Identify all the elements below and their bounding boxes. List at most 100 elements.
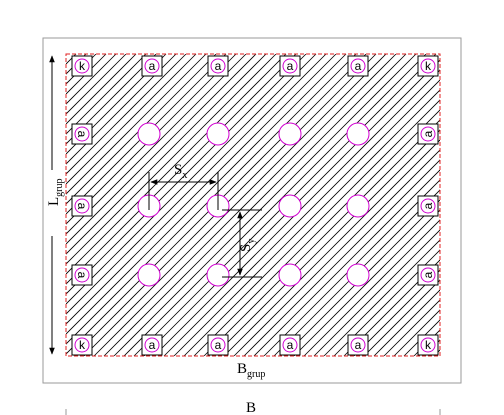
sy-label-sub: y bbox=[246, 239, 257, 244]
interior-pile bbox=[206, 263, 230, 287]
corner-pile-cap: k bbox=[417, 334, 439, 356]
interior-pile bbox=[206, 122, 230, 146]
edge-pile-circle bbox=[74, 337, 90, 353]
hatch-line bbox=[66, 54, 337, 325]
edge-pile-circle bbox=[420, 126, 436, 142]
hatch-line bbox=[66, 54, 257, 245]
edge-pile-cap: a bbox=[141, 55, 163, 77]
corner-cap-label: k bbox=[425, 59, 432, 73]
edge-pile-circle bbox=[74, 198, 90, 214]
edge-pile-cap: a bbox=[417, 264, 439, 286]
hatch-line bbox=[66, 54, 317, 305]
edge-pile-cap: a bbox=[207, 55, 229, 77]
edge-pile-cap: a bbox=[417, 123, 439, 145]
hatch-line bbox=[66, 54, 267, 255]
hatch-line bbox=[193, 109, 440, 356]
sy-dimension: Sy bbox=[222, 209, 262, 278]
edge-pile-cap: a bbox=[417, 195, 439, 217]
edge-pile-circle bbox=[144, 58, 160, 74]
hatch-line bbox=[223, 139, 440, 356]
hatch-line bbox=[103, 54, 407, 356]
interior-pile bbox=[137, 263, 161, 287]
width-label-sub: grup bbox=[247, 369, 265, 380]
hatch-line bbox=[66, 54, 137, 125]
sx-label-sub: x bbox=[182, 170, 187, 181]
corner-pile-cap: k bbox=[71, 55, 93, 77]
hatch-line bbox=[383, 299, 440, 356]
hatch-line bbox=[353, 269, 440, 356]
length-label-sub: grup bbox=[54, 178, 65, 196]
hatch-line bbox=[253, 169, 440, 356]
edge-pile-circle bbox=[144, 337, 160, 353]
interior-pile bbox=[278, 122, 302, 146]
svg-text:Sx: Sx bbox=[174, 162, 187, 181]
hatch-line bbox=[66, 54, 177, 165]
hatch-line bbox=[343, 259, 440, 356]
hatch-line bbox=[173, 89, 440, 356]
hatch-line bbox=[66, 54, 347, 335]
edge-pile-cap: a bbox=[71, 195, 93, 217]
hatch-line bbox=[66, 54, 77, 65]
edge-pile-cap: a bbox=[347, 55, 369, 77]
hatch-line bbox=[66, 54, 277, 265]
hatch-line bbox=[83, 54, 387, 356]
hatch-line bbox=[66, 54, 167, 155]
hatch-line bbox=[163, 79, 440, 356]
edge-pile-cap: a bbox=[71, 123, 93, 145]
interior-pile bbox=[346, 194, 370, 218]
interior-pile bbox=[346, 122, 370, 146]
edge-cap-label: a bbox=[215, 59, 222, 73]
hatch-line bbox=[113, 54, 417, 356]
hatch-line bbox=[263, 179, 440, 356]
edge-cap-label: a bbox=[421, 202, 435, 209]
hatch-line bbox=[66, 54, 327, 315]
edge-pile-circle bbox=[282, 337, 298, 353]
interior-pile bbox=[346, 263, 370, 287]
edge-pile-circle bbox=[420, 267, 436, 283]
edge-cap-label: a bbox=[355, 59, 362, 73]
corner-pile-cap: k bbox=[71, 334, 93, 356]
hatch-line bbox=[303, 219, 440, 356]
edge-pile-circle bbox=[74, 126, 90, 142]
edge-cap-label: a bbox=[287, 338, 294, 352]
hatch-line bbox=[66, 54, 127, 115]
corner-cap-label: k bbox=[79, 338, 86, 352]
hatch-line bbox=[153, 69, 440, 356]
edge-cap-label: a bbox=[149, 338, 156, 352]
edge-pile-cap: a bbox=[279, 334, 301, 356]
svg-text:Lgrup: Lgrup bbox=[46, 178, 65, 206]
hatch-line bbox=[323, 239, 440, 356]
hatch-line bbox=[283, 199, 440, 356]
hatch-line bbox=[363, 279, 440, 356]
hatch-line bbox=[66, 54, 357, 345]
edge-cap-label: a bbox=[75, 131, 89, 138]
outer-frame bbox=[42, 37, 462, 384]
hatch-line bbox=[93, 54, 397, 356]
edge-pile-cap: a bbox=[347, 334, 369, 356]
hatch-line bbox=[66, 54, 197, 185]
hatch-line bbox=[66, 54, 207, 195]
corner-cap-label: k bbox=[79, 59, 86, 73]
svg-text:Sy: Sy bbox=[238, 239, 257, 252]
width-label-main: B bbox=[237, 361, 247, 377]
hatch-line bbox=[183, 99, 440, 356]
interior-pile bbox=[278, 194, 302, 218]
pile-cap-plate bbox=[65, 53, 441, 357]
bottom-label: B bbox=[246, 400, 256, 415]
hatch-line bbox=[66, 54, 187, 175]
hatch-line bbox=[243, 159, 440, 356]
sy-label-main: S bbox=[238, 244, 254, 252]
edge-pile-circle bbox=[420, 198, 436, 214]
edge-pile-circle bbox=[74, 58, 90, 74]
edge-cap-label: a bbox=[215, 338, 222, 352]
edge-pile-circle bbox=[350, 58, 366, 74]
hatch-line bbox=[293, 209, 440, 356]
edge-pile-circle bbox=[282, 58, 298, 74]
edge-pile-circle bbox=[420, 58, 436, 74]
length-dimension: Lgrup bbox=[46, 55, 65, 355]
hatch-line bbox=[123, 54, 427, 356]
edge-pile-cap: a bbox=[279, 55, 301, 77]
hatch-line bbox=[66, 54, 287, 275]
